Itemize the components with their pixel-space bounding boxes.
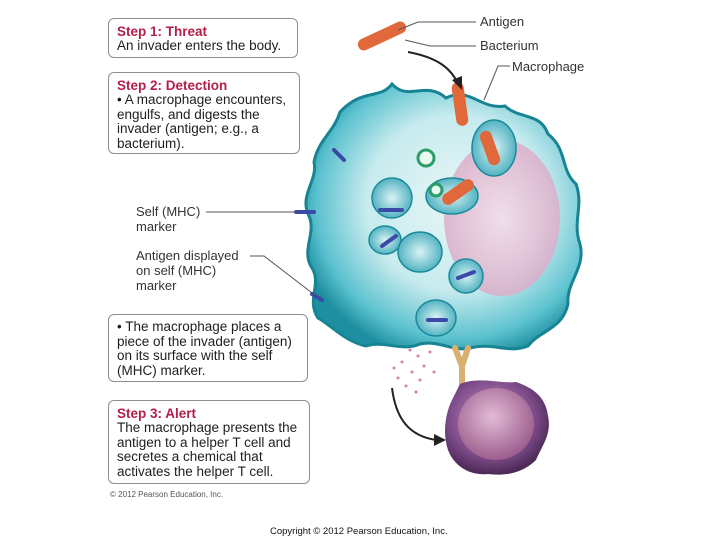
helper-t-cell [445,380,549,475]
step2-line-2: engulfs, and digests the [117,106,260,122]
step2-box: Step 2: Detection • A macrophage encount… [108,72,300,154]
step3-title: Step 3: Alert [117,406,197,421]
step1-box: Step 1: Threat An invader enters the bod… [108,18,298,58]
secreted-chemical [392,348,436,394]
bacteria [357,21,501,205]
label-bacterium: Bacterium [480,38,539,53]
label-self-marker-line-1: Self (MHC) [136,204,201,219]
label-macrophage: Macrophage [512,59,585,74]
step1-title: Step 1: Threat [117,24,208,39]
display-line-2: piece of the invader (antigen) [117,333,292,349]
display-box: • The macrophage places a piece of the i… [108,314,308,382]
display-line-1: • The macrophage places a [117,319,282,334]
footer-copyright: Copyright © 2012 Pearson Education, Inc. [270,526,448,537]
display-line-3: on its surface with the self [117,348,273,364]
arrow-head-2 [434,434,446,446]
label-antigen-displayed-line-2: on self (MHC) [136,263,217,278]
macrophage-nucleus [444,140,560,296]
label-self-marker: Self (MHC) marker [136,204,200,234]
step3-box: Step 3: Alert The macrophage presents th… [108,400,310,484]
step3-line-2: antigen to a helper T cell and [117,434,291,450]
step3-line-3: secretes a chemical that [117,449,263,465]
display-line-4: (MHC) marker. [117,362,206,378]
step1-text: An invader enters the body. [117,38,282,53]
step3-line-1: The macrophage presents the [117,420,298,435]
image-credit: © 2012 Pearson Education, Inc. [110,490,224,499]
step2-line-4: bacterium). [117,135,185,151]
label-self-marker-line-2: marker [136,219,177,234]
label-antigen-displayed-line-3: marker [136,278,177,293]
arrow-head-1 [452,76,462,90]
step3-line-4: activates the helper T cell. [117,463,274,479]
step2-line-1: • A macrophage encounters, [117,92,287,107]
t-cell-receptor [452,345,471,387]
step2-line-3: invader (antigen; e.g., a [117,121,259,137]
mhc-markers [294,148,476,322]
label-antigen-displayed-line-1: Antigen displayed [136,248,239,263]
leader-lines [206,21,510,297]
label-antigen: Antigen [480,14,525,29]
step2-title: Step 2: Detection [117,78,228,93]
label-antigen-displayed: Antigen displayed on self (MHC) marker [136,248,239,293]
